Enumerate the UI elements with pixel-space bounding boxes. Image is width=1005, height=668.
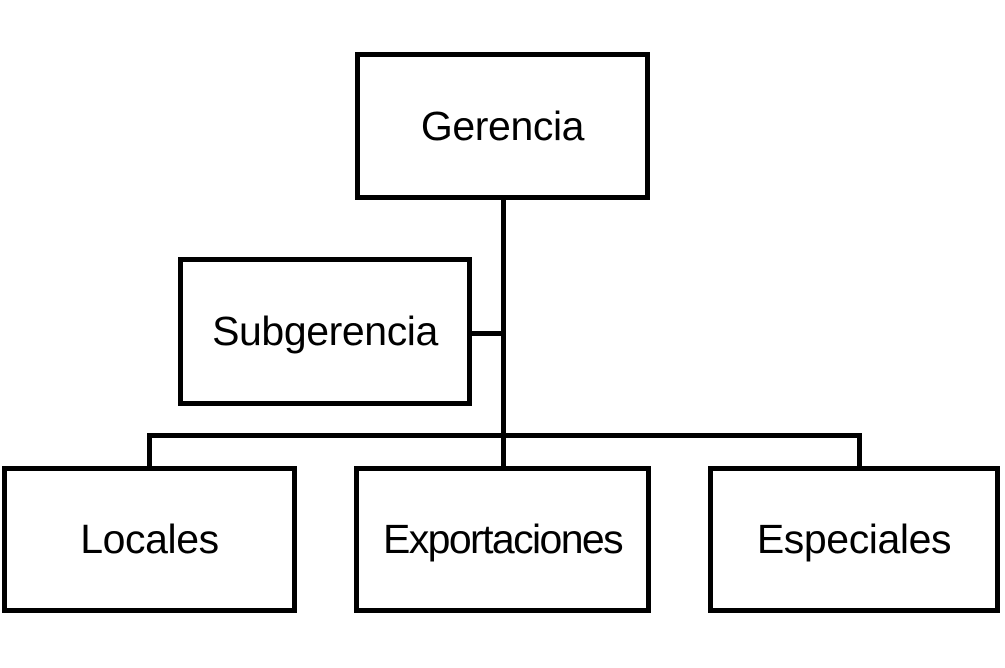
connector-subgerencia-stub [469,331,504,336]
connector-drop-locales [147,433,152,468]
org-node-especiales-label: Especiales [756,516,952,562]
org-node-gerencia-label: Gerencia [420,102,585,149]
org-node-locales[interactable]: Locales [2,466,297,613]
connector-drop-exportaciones [501,433,506,468]
org-node-subgerencia-label: Subgerencia [212,308,438,354]
org-node-exportaciones[interactable]: Exportaciones [354,466,651,613]
org-node-locales-label: Locales [80,516,219,562]
org-node-subgerencia[interactable]: Subgerencia [178,257,472,406]
connector-drop-especiales [857,433,862,468]
org-node-especiales[interactable]: Especiales [708,466,1000,613]
org-node-exportaciones-label: Exportaciones [382,516,624,562]
org-node-gerencia[interactable]: Gerencia [355,52,650,200]
